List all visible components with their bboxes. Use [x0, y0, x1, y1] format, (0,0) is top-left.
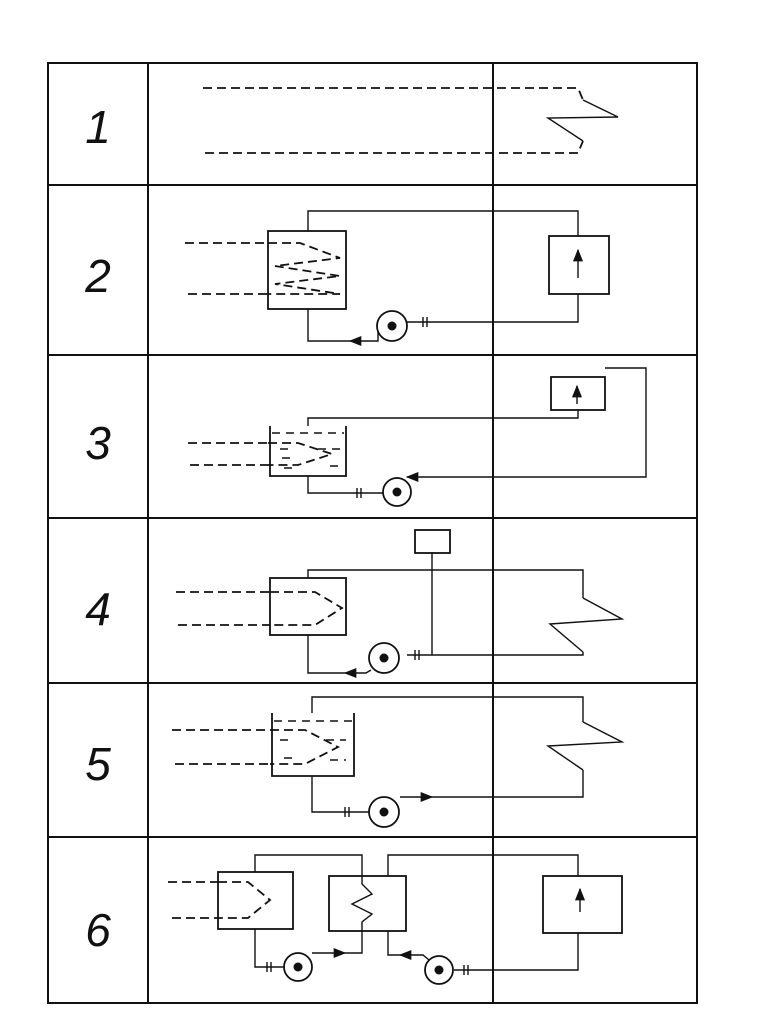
- intermediate-heat-exchanger: [328, 875, 407, 932]
- refrigerant-line: [203, 87, 584, 101]
- consumer-box: [548, 235, 610, 295]
- bath-return-line: [311, 776, 369, 813]
- brine-supply-line: [311, 696, 584, 722]
- line-to-exchanger: [307, 309, 350, 342]
- brine-supply-line: [307, 410, 579, 426]
- liquid-level-lines: [274, 720, 352, 761]
- secondary-return-line: [454, 933, 579, 971]
- valve-icon: [266, 962, 272, 972]
- pump-outlet-line: [398, 949, 430, 961]
- consumer-box: [542, 875, 623, 934]
- valve-icon: [422, 317, 428, 327]
- pump-outlet-line: [348, 330, 379, 347]
- valve-icon: [356, 488, 362, 498]
- intermediate-coil-icon: [350, 876, 374, 931]
- air-cooler-coil-icon: [548, 597, 625, 653]
- pump-icon: [283, 952, 313, 982]
- consumer-box: [550, 376, 606, 411]
- row-number-2: 2: [84, 250, 111, 302]
- heat-exchanger: [267, 230, 347, 310]
- bath-return-line: [307, 476, 383, 494]
- heat-exchanger: [269, 577, 347, 636]
- air-cooler-outlet-line: [432, 770, 584, 798]
- pump-icon: [376, 310, 408, 342]
- brine-return-line: [407, 294, 579, 323]
- valve-icon: [463, 965, 469, 975]
- valve-icon: [414, 650, 420, 660]
- expansion-tank: [414, 529, 451, 554]
- evaporator-coil-icon: [545, 99, 619, 142]
- primary-heat-exchanger: [217, 871, 294, 930]
- fluid-bath-tank: [271, 713, 355, 777]
- scheme-row-5: [172, 696, 625, 828]
- refrigerant-line: [205, 140, 584, 154]
- scheme-row-3: [188, 367, 647, 507]
- row-number-1: 1: [85, 101, 111, 153]
- row-number-5: 5: [85, 738, 111, 790]
- brine-supply-line: [307, 569, 584, 598]
- air-cooler-coil-icon: [545, 721, 625, 771]
- intermediate-return-line: [345, 931, 363, 954]
- line-to-intermediate: [387, 931, 400, 956]
- scheme-row-2: [185, 210, 610, 347]
- heat-exchanger-coil-icon: [270, 591, 344, 626]
- bath-coil-icon: [270, 729, 340, 765]
- scheme-row-4: [176, 529, 625, 679]
- consumer-outlet-line: [439, 367, 647, 478]
- liquid-level-lines: [272, 432, 344, 469]
- secondary-supply-line: [387, 854, 579, 876]
- row-number-6: 6: [85, 904, 111, 956]
- scheme-row-1: [203, 87, 619, 154]
- bath-coil-icon: [268, 442, 335, 466]
- line-to-exchanger: [307, 635, 345, 674]
- row-number-3: 3: [85, 417, 111, 469]
- table-grid: [47, 62, 698, 1004]
- scheme-row-6: [168, 854, 623, 985]
- heat-exchanger-coil-icon: [268, 242, 341, 295]
- pump-icon: [368, 642, 400, 674]
- row-number-4: 4: [85, 583, 111, 635]
- primary-return-line: [254, 929, 284, 968]
- brine-supply-line: [307, 210, 579, 236]
- pump-icon: [382, 477, 412, 507]
- heat-exchanger-coil-icon: [218, 881, 272, 919]
- pump-icon: [424, 955, 454, 985]
- pump-outlet-line: [343, 667, 372, 679]
- brine-return-line: [407, 652, 584, 656]
- valve-icon: [344, 807, 350, 817]
- pump-icon: [368, 796, 400, 828]
- primary-supply-line: [254, 854, 363, 876]
